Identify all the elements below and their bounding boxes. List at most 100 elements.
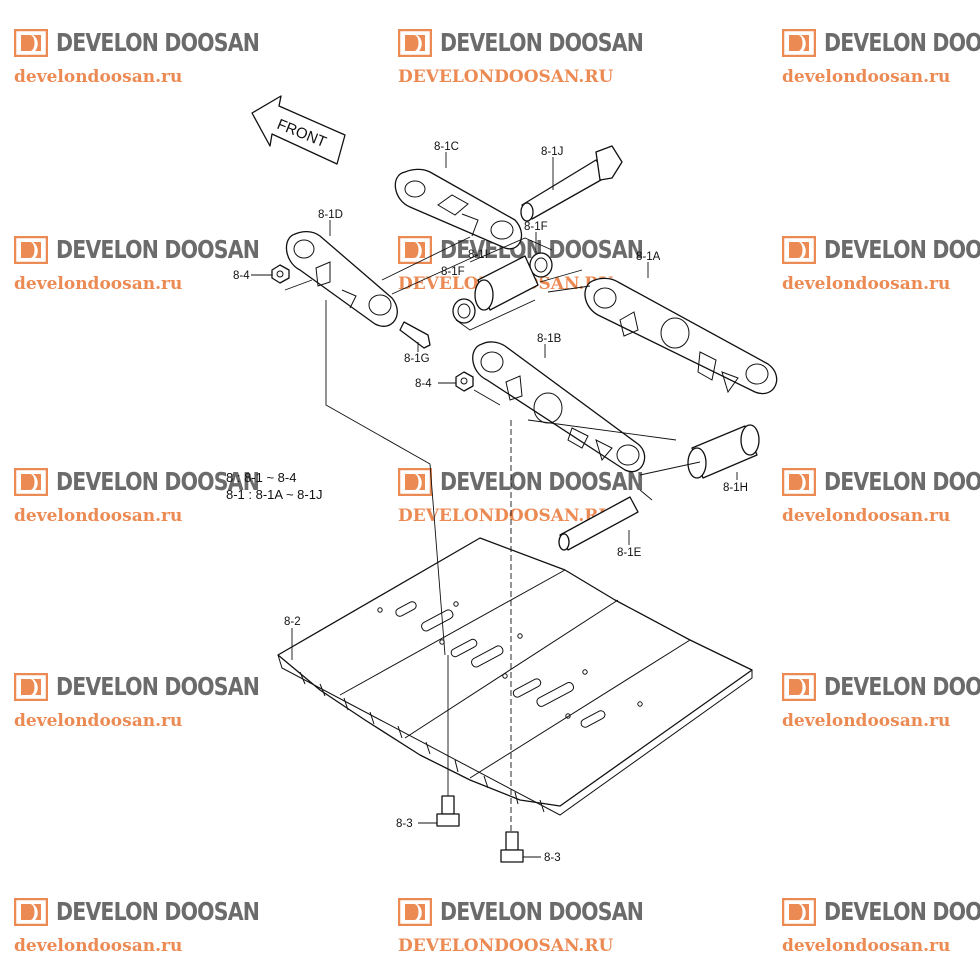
watermark-url: develondoosan.ru bbox=[782, 711, 951, 731]
leader-lines bbox=[251, 152, 738, 858]
watermark: DEVELON DOOSAN DEVELONDOOSAN.RU bbox=[398, 28, 688, 87]
watermark: DEVELON DOOSAN develondoosan.ru bbox=[782, 28, 980, 87]
note-line-2: 8-1 : 8-1A ~ 8-1J bbox=[226, 487, 322, 502]
bushing-8-1h bbox=[687, 424, 760, 479]
callout-8-4: 8-4 bbox=[415, 378, 432, 390]
callout-8-1a: 8-1A bbox=[636, 251, 661, 263]
callout-8-1b: 8-1B bbox=[537, 333, 562, 345]
watermark-logo: DEVELON DOOSAN bbox=[14, 28, 304, 57]
callout-8-1c: 8-1C bbox=[434, 141, 459, 153]
watermark-url: develondoosan.ru bbox=[14, 506, 183, 526]
develon-logo-icon bbox=[782, 672, 816, 701]
link-8-1a bbox=[584, 277, 778, 395]
bolt-8-3-left bbox=[436, 795, 460, 827]
develon-logo-icon bbox=[14, 235, 48, 264]
watermark-brand-text: DEVELON DOOSAN bbox=[824, 467, 980, 496]
watermark-url: DEVELONDOOSAN.RU bbox=[398, 67, 614, 87]
callout-8-4-top: 8-4 bbox=[233, 270, 250, 282]
track-shoes-8-2 bbox=[277, 537, 753, 816]
develon-logo-icon bbox=[14, 28, 48, 57]
watermark-logo: DEVELON DOOSAN bbox=[398, 897, 688, 926]
watermark: DEVELON DOOSAN develondoosan.ru bbox=[14, 897, 304, 956]
watermark-url: develondoosan.ru bbox=[782, 506, 951, 526]
front-arrow-icon: FRONT bbox=[251, 95, 346, 165]
watermark-url: develondoosan.ru bbox=[14, 936, 183, 956]
develon-logo-icon bbox=[782, 235, 816, 264]
nut-8-4 bbox=[455, 371, 474, 392]
watermark-url: develondoosan.ru bbox=[14, 67, 183, 87]
watermark-url: develondoosan.ru bbox=[14, 711, 183, 731]
callout-8-3-left: 8-3 bbox=[396, 818, 413, 830]
watermark-brand-text: DEVELON DOOSAN bbox=[440, 28, 644, 57]
watermark-url: develondoosan.ru bbox=[782, 936, 951, 956]
develon-logo-icon bbox=[782, 467, 816, 496]
watermark: DEVELON DOOSAN DEVELONDOOSAN.RU bbox=[398, 897, 688, 956]
develon-logo-icon bbox=[398, 235, 432, 264]
callout-8-1i: 8-1I bbox=[468, 249, 488, 261]
watermark-brand-text: DEVELON DOOSAN bbox=[824, 235, 980, 264]
watermark: DEVELON DOOSAN develondoosan.ru bbox=[14, 672, 304, 731]
watermark-url: develondoosan.ru bbox=[782, 67, 951, 87]
callout-8-3-right: 8-3 bbox=[544, 852, 561, 864]
watermark-brand-text: DEVELON DOOSAN bbox=[56, 28, 260, 57]
develon-logo-icon bbox=[14, 897, 48, 926]
watermark-logo: DEVELON DOOSAN bbox=[782, 897, 980, 926]
watermark-brand-text: DEVELON DOOSAN bbox=[56, 235, 260, 264]
callout-8-1g: 8-1G bbox=[404, 353, 430, 365]
watermark-url: develondoosan.ru bbox=[14, 274, 183, 294]
callout-8-1j: 8-1J bbox=[541, 146, 563, 158]
note-line-1: 8 : 8-1 ~ 8-4 bbox=[226, 470, 296, 485]
watermark-brand-text: DEVELON DOOSAN bbox=[824, 28, 980, 57]
watermark-brand-text: DEVELON DOOSAN bbox=[824, 672, 980, 701]
watermark-url: develondoosan.ru bbox=[782, 274, 951, 294]
develon-logo-icon bbox=[782, 897, 816, 926]
callout-8-1e: 8-1E bbox=[617, 547, 642, 559]
watermark: DEVELON DOOSAN develondoosan.ru bbox=[782, 467, 980, 526]
link-8-1d bbox=[285, 230, 398, 327]
pin-8-1j bbox=[520, 145, 623, 222]
watermark-url: DEVELONDOOSAN.RU bbox=[398, 506, 614, 526]
watermark-brand-text: DEVELON DOOSAN bbox=[56, 467, 260, 496]
watermark: DEVELON DOOSAN DEVELONDOOSAN.RU bbox=[398, 467, 688, 526]
develon-logo-icon bbox=[14, 467, 48, 496]
nut-8-4-top bbox=[271, 264, 290, 284]
link-8-1b bbox=[472, 341, 646, 473]
assembly-guide-lines bbox=[284, 236, 701, 832]
watermark-url: DEVELONDOOSAN.RU bbox=[398, 936, 614, 956]
spring-pin-8-1g bbox=[399, 321, 431, 349]
callout-8-1d: 8-1D bbox=[318, 209, 343, 221]
bolt-8-3-right bbox=[500, 831, 524, 863]
watermark-logo: DEVELON DOOSAN bbox=[398, 467, 688, 496]
watermark: DEVELON DOOSAN develondoosan.ru bbox=[782, 672, 980, 731]
watermark-brand-text: DEVELON DOOSAN bbox=[440, 897, 644, 926]
watermark: DEVELON DOOSAN develondoosan.ru bbox=[14, 467, 304, 526]
watermark-brand-text: DEVELON DOOSAN bbox=[56, 672, 260, 701]
watermark-logo: DEVELON DOOSAN bbox=[782, 235, 980, 264]
bushing-8-1i bbox=[474, 255, 539, 311]
watermark-brand-text: DEVELON DOOSAN bbox=[824, 897, 980, 926]
develon-logo-icon bbox=[14, 672, 48, 701]
develon-logo-icon bbox=[398, 28, 432, 57]
watermark-logo: DEVELON DOOSAN bbox=[14, 235, 304, 264]
watermark-logo: DEVELON DOOSAN bbox=[782, 672, 980, 701]
watermark: DEVELON DOOSAN develondoosan.ru bbox=[14, 235, 304, 294]
watermark-brand-text: DEVELON DOOSAN bbox=[56, 897, 260, 926]
develon-logo-icon bbox=[782, 28, 816, 57]
callout-8-1h: 8-1H bbox=[723, 482, 748, 494]
watermark: DEVELON DOOSAN develondoosan.ru bbox=[782, 897, 980, 956]
watermark-logo: DEVELON DOOSAN bbox=[14, 897, 304, 926]
develon-logo-icon bbox=[398, 897, 432, 926]
watermark-logo: DEVELON DOOSAN bbox=[782, 467, 980, 496]
callout-8-1f-top: 8-1F bbox=[524, 221, 548, 233]
callout-8-1f: 8-1F bbox=[441, 266, 465, 278]
watermark: DEVELON DOOSAN develondoosan.ru bbox=[782, 235, 980, 294]
callout-8-2: 8-2 bbox=[284, 616, 301, 628]
watermark-logo: DEVELON DOOSAN bbox=[398, 28, 688, 57]
watermark-logo: DEVELON DOOSAN bbox=[782, 28, 980, 57]
pin-8-1e bbox=[558, 496, 639, 551]
seal-8-1f-top bbox=[529, 252, 553, 278]
seal-8-1f bbox=[452, 298, 476, 324]
watermark-logo: DEVELON DOOSAN bbox=[14, 672, 304, 701]
link-8-1c bbox=[394, 168, 523, 250]
